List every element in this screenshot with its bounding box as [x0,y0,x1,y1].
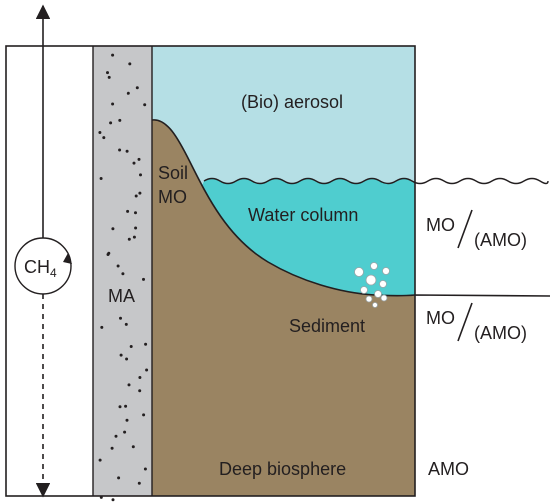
soil-label-line1: Soil [158,163,188,183]
cycle-arrow-icon [63,253,72,264]
methane-bubbles [354,262,390,308]
outer-frame [5,45,416,497]
mineral-dots [98,53,149,502]
sediment-label-slash [457,302,473,342]
water-amo-label: (AMO) [474,230,527,250]
deep-amo-label: AMO [428,459,469,479]
soil-region [152,119,415,496]
sediment-label: Sediment [289,316,365,336]
mineral-column [93,46,152,496]
ma-label: MA [108,286,135,306]
water-label-slash [457,209,473,249]
water-column-label: Water column [248,205,358,225]
aerosol-label: (Bio) aerosol [241,92,343,112]
deep-biosphere-label: Deep biosphere [219,459,346,479]
ch4-cycle-circle [14,237,72,295]
sediment-amo-label: (AMO) [474,323,527,343]
sediment-mo-label: MO [426,308,455,328]
water-mo-label: MO [426,215,455,235]
water-surface-wave [203,177,549,185]
ch4-label: CH4 [24,257,57,280]
soil-label-line2: MO [158,187,187,207]
